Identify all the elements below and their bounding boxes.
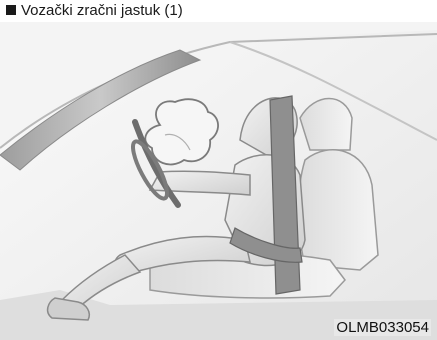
section-title: Vozački zračni jastuk (1) <box>6 2 183 20</box>
seat-back <box>298 150 378 270</box>
inflated-airbag <box>145 99 218 164</box>
square-bullet-icon <box>6 5 16 15</box>
section-title-text: Vozački zračni jastuk (1) <box>21 2 183 19</box>
figure-code: OLMB033054 <box>334 319 431 336</box>
airbag-illustration <box>0 22 437 340</box>
